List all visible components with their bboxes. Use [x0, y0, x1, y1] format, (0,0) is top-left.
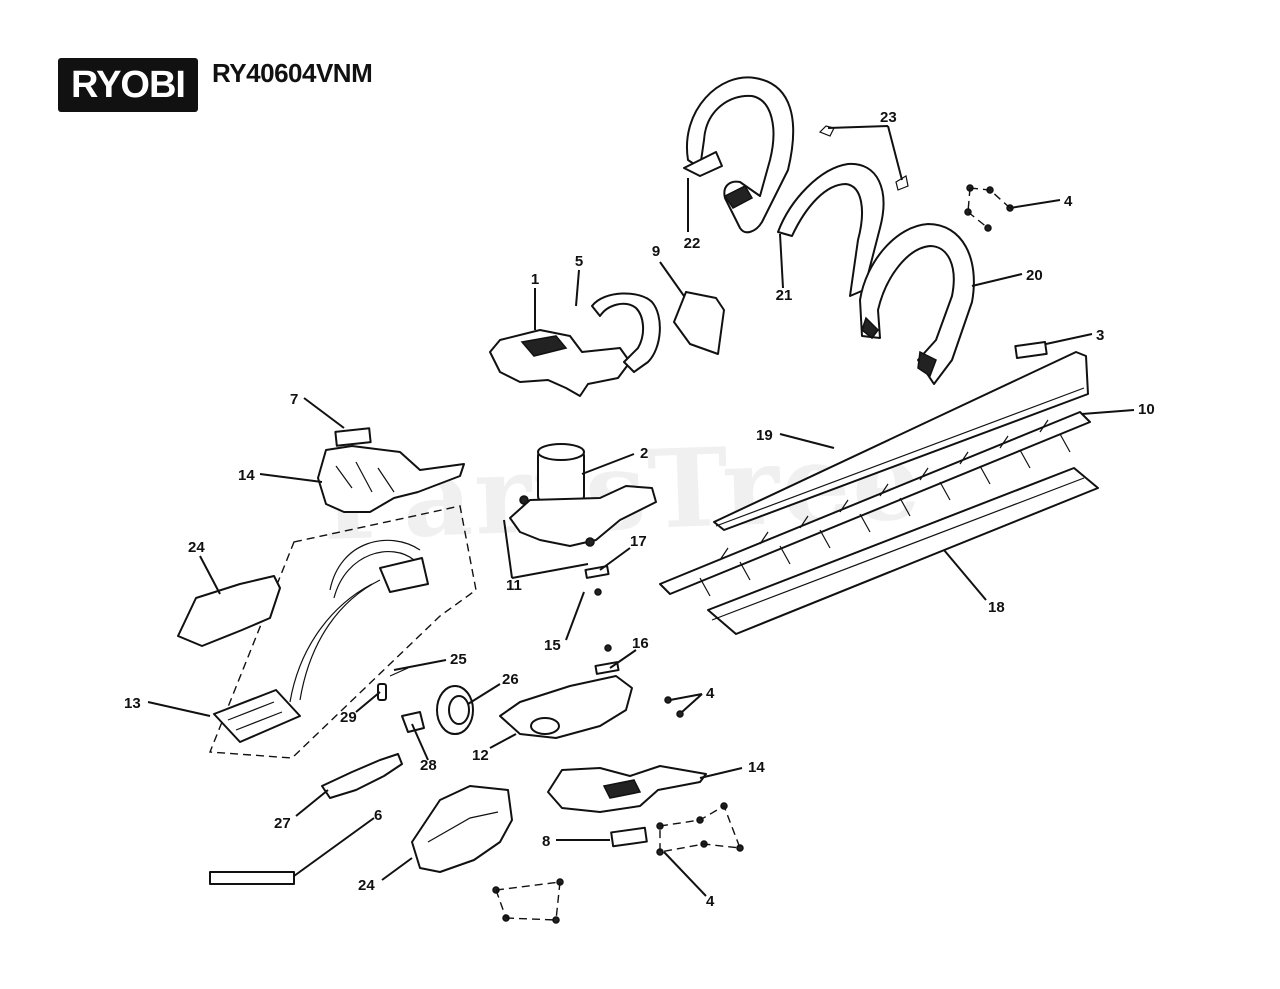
callout-9: 9: [652, 243, 660, 260]
lower-housing-part-12: [499, 675, 633, 739]
trigger-lever-part-27: [321, 753, 403, 799]
blade-guard-part-18: [707, 467, 1099, 635]
screw-group-upper: [964, 184, 1014, 232]
callout-26: 26: [502, 671, 519, 688]
label-part-3: [1014, 340, 1048, 360]
small-parts-15-16-17: [584, 565, 620, 675]
callout-29: 29: [340, 709, 357, 726]
blade-cover-part-19: [713, 351, 1089, 531]
grip-housing-part-24-lower: [411, 785, 513, 873]
callout-15: 15: [544, 637, 561, 654]
leader-lines: [147, 125, 1135, 897]
callout-17: 17: [630, 533, 647, 550]
label-part-7: [334, 427, 372, 447]
callout-21: 21: [776, 287, 793, 304]
callout-2: 2: [640, 445, 648, 462]
callout-16: 16: [632, 635, 649, 652]
callout-4-upper: 4: [1064, 193, 1073, 210]
callout-1: 1: [531, 271, 539, 288]
motor-assembly-part-2: [509, 443, 657, 547]
ryobi-logo: RYOBI: [58, 58, 198, 112]
model-number: RY40604VNM: [212, 58, 373, 88]
decal-part-9: [673, 291, 725, 355]
callout-5: 5: [575, 253, 583, 270]
callout-8: 8: [542, 833, 550, 850]
callout-27: 27: [274, 815, 291, 832]
callout-25: 25: [450, 651, 467, 668]
callout-18: 18: [988, 599, 1005, 616]
front-handle-part-22: [683, 76, 795, 234]
callout-14-upper: 14: [238, 467, 255, 484]
callout-20: 20: [1026, 267, 1043, 284]
callout-3: 3: [1096, 327, 1104, 344]
callout-14-lower: 14: [748, 759, 765, 776]
grip-housing-part-24-left: [177, 575, 281, 647]
callout-22: 22: [684, 235, 701, 252]
callout-12: 12: [472, 747, 489, 764]
callout-4-middle: 4: [706, 685, 715, 702]
screw-group-lower: [492, 802, 744, 924]
handle-cover-part-20: [859, 223, 975, 385]
housing-half-upper-part-14: [317, 445, 465, 513]
callout-7: 7: [290, 391, 298, 408]
callout-4-lower: 4: [706, 893, 715, 910]
gear-part-26: [436, 685, 474, 735]
callout-19: 19: [756, 427, 773, 444]
blade-assembly-part-10: [659, 411, 1091, 597]
label-part-6: [209, 871, 295, 885]
spring-pin-trigger-parts: [377, 667, 425, 733]
callout-labels: 1 2 3 4 4 4 5 6 7 8 9 10 11 12 13 14 14 …: [124, 109, 1155, 910]
callout-6: 6: [374, 807, 382, 824]
screw-group-middle: [664, 696, 684, 718]
brand-name: RYOBI: [71, 64, 186, 106]
callout-13: 13: [124, 695, 141, 712]
callout-28: 28: [420, 757, 437, 774]
wiring-switch-assembly-part-13: [208, 505, 477, 759]
callout-10: 10: [1138, 401, 1155, 418]
callout-24-lower: 24: [358, 877, 375, 894]
label-part-8: [610, 826, 648, 848]
rear-handle-housing-part-1: [489, 292, 661, 397]
callout-23: 23: [880, 109, 897, 126]
callout-24-left: 24: [188, 539, 205, 556]
housing-half-lower-part-14: [547, 765, 707, 813]
callout-11: 11: [506, 577, 522, 594]
